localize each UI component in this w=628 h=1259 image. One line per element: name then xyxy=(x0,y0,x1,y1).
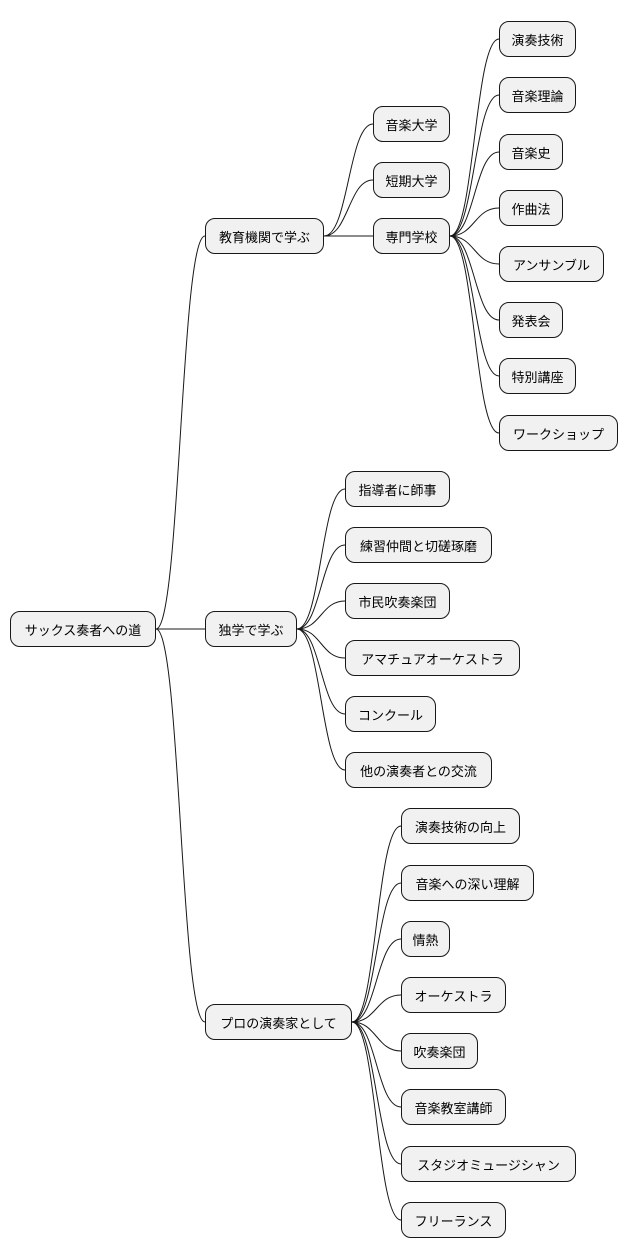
vocational-performance-technique-node: 演奏技術 xyxy=(499,21,576,57)
vocational-composition-node: 作曲法 xyxy=(499,190,563,226)
pro-passion-node: 情熱 xyxy=(401,921,450,957)
pro-music-understanding-node: 音楽への深い理解 xyxy=(401,865,534,901)
pro-music-school-teacher-node: 音楽教室講師 xyxy=(401,1089,506,1125)
root-node: サックス奏者への道 xyxy=(10,611,156,647)
branch-professional-node: プロの演奏家として xyxy=(205,1004,352,1040)
connector-line xyxy=(351,1021,402,1221)
connector-line xyxy=(449,235,500,377)
education-vocational-school-node: 専門学校 xyxy=(373,218,450,254)
connector-line xyxy=(351,882,402,1023)
connector-line xyxy=(296,488,346,630)
branch-education-node: 教育機関で学ぶ xyxy=(205,218,324,254)
self-study-teacher-node: 指導者に師事 xyxy=(345,471,450,507)
connector-line xyxy=(449,207,500,237)
connector-line xyxy=(351,825,402,1023)
self-study-competition-node: コンクール xyxy=(345,696,436,732)
self-study-amateur-orchestra-node: アマチュアオーケストラ xyxy=(345,640,520,676)
connector-line xyxy=(323,123,374,237)
connector-line xyxy=(351,1021,402,1052)
pro-studio-musician-node: スタジオミュージシャン xyxy=(401,1146,576,1182)
pro-technique-improvement-node: 演奏技術の向上 xyxy=(401,808,520,844)
connector-line xyxy=(351,1021,402,1165)
connector-line xyxy=(449,151,500,237)
connector-line xyxy=(296,628,346,659)
connector-line xyxy=(351,938,402,1023)
connector-line xyxy=(296,544,346,630)
connector-line xyxy=(296,628,346,715)
connector-line xyxy=(449,38,500,237)
connector-line xyxy=(296,600,346,630)
connector-line xyxy=(155,628,206,1023)
connector-line xyxy=(155,235,206,630)
vocational-recital-node: 発表会 xyxy=(499,302,563,338)
pro-orchestra-node: オーケストラ xyxy=(401,977,506,1013)
self-study-exchange-node: 他の演奏者との交流 xyxy=(345,752,492,788)
education-music-university-node: 音楽大学 xyxy=(373,106,450,142)
pro-freelance-node: フリーランス xyxy=(401,1202,506,1238)
connector-line xyxy=(449,94,500,237)
self-study-practice-peers-node: 練習仲間と切磋琢磨 xyxy=(345,527,492,563)
self-study-civic-band-node: 市民吹奏楽団 xyxy=(345,583,450,619)
connector-line xyxy=(351,994,402,1023)
branch-self-study-node: 独学で学ぶ xyxy=(205,611,297,647)
connector-line xyxy=(449,235,500,265)
vocational-music-history-node: 音楽史 xyxy=(499,134,563,170)
vocational-special-lecture-node: 特別講座 xyxy=(499,358,576,394)
connector-line xyxy=(449,235,500,321)
connector-line xyxy=(323,179,374,237)
connector-line xyxy=(296,628,346,771)
vocational-ensemble-node: アンサンブル xyxy=(499,246,604,282)
education-junior-college-node: 短期大学 xyxy=(373,162,450,198)
connector-line xyxy=(351,1021,402,1108)
vocational-music-theory-node: 音楽理論 xyxy=(499,77,576,113)
connector-line xyxy=(449,235,500,434)
pro-wind-band-node: 吹奏楽団 xyxy=(401,1033,478,1069)
vocational-workshop-node: ワークショップ xyxy=(499,415,618,451)
